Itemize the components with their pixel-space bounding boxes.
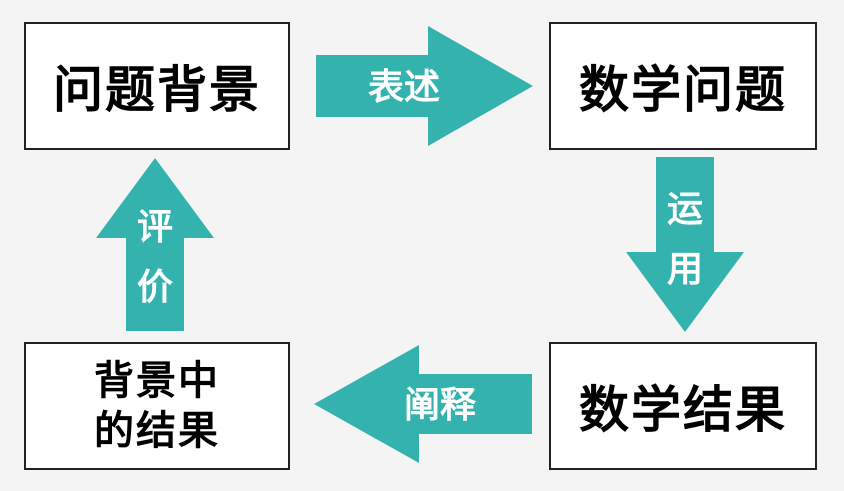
node-math-result-label: 数学结果 xyxy=(579,381,787,439)
arrow-evaluate xyxy=(96,158,214,331)
arrow-evaluate-label-2: 价 xyxy=(137,267,173,308)
node-problem-background: 问题背景 xyxy=(24,22,290,150)
arrow-interpret xyxy=(314,345,532,463)
arrow-express-label: 表述 xyxy=(368,67,440,108)
arrow-apply-label-2: 用 xyxy=(667,249,703,290)
node-problem-background-label: 问题背景 xyxy=(53,61,261,119)
node-math-problem-label: 数学问题 xyxy=(579,61,787,119)
arrow-apply xyxy=(626,157,744,332)
node-math-result: 数学结果 xyxy=(549,342,817,470)
node-result-in-context-line-2: 的结果 xyxy=(94,408,220,454)
arrow-interpret-label: 阐释 xyxy=(404,385,477,426)
node-result-in-context-label: 背景中 的结果 xyxy=(94,356,220,456)
node-math-problem: 数学问题 xyxy=(549,22,817,150)
arrow-evaluate-label-1: 评 xyxy=(137,207,173,248)
arrow-apply-label-1: 运 xyxy=(667,189,703,230)
arrow-express xyxy=(316,26,533,146)
node-result-in-context-line-1: 背景中 xyxy=(94,358,220,404)
node-result-in-context: 背景中 的结果 xyxy=(24,342,290,470)
